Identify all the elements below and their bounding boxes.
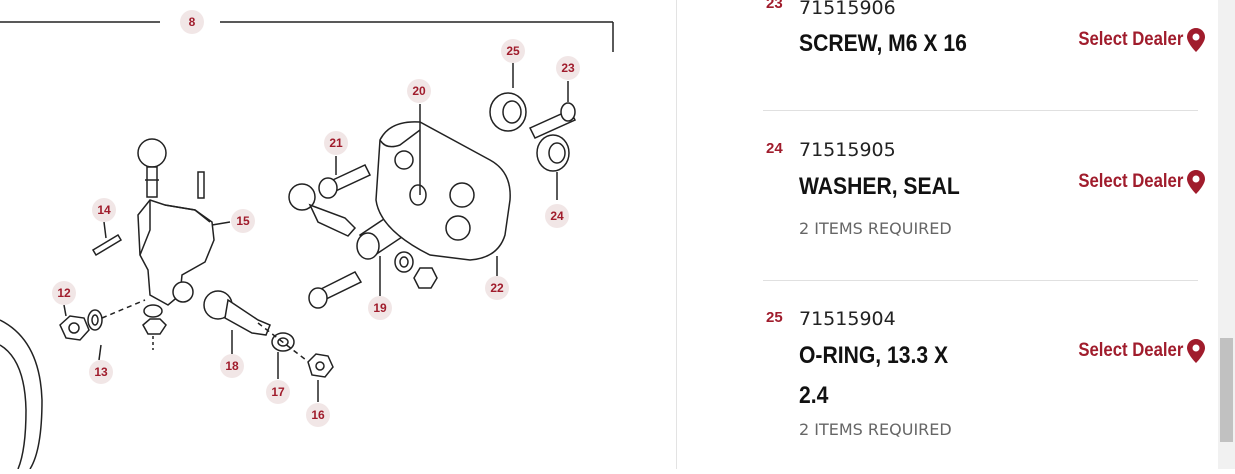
scrollbar-thumb[interactable] — [1220, 338, 1233, 442]
map-pin-icon — [1187, 28, 1205, 52]
callout-20: 20 — [412, 84, 426, 98]
select-dealer-label: Select Dealer — [1077, 340, 1183, 361]
callout-13: 13 — [94, 365, 108, 379]
part-name: WASHER, SEAL — [799, 173, 960, 200]
separator — [763, 110, 1198, 111]
callout-25: 25 — [506, 44, 520, 58]
part-name-continued: 2.4 — [799, 382, 829, 409]
part-number: 71515905 — [799, 139, 896, 161]
parts-list: 23 71515906 SCREW, M6 X 16 Select Dealer… — [677, 0, 1218, 469]
part-name: SCREW, M6 X 16 — [799, 30, 967, 57]
callout-16: 16 — [311, 408, 325, 422]
map-pin-icon — [1187, 339, 1205, 363]
callout-24: 24 — [550, 209, 564, 223]
select-dealer-button[interactable]: Select Dealer — [1064, 28, 1205, 52]
panel-divider — [676, 0, 677, 469]
callout-15: 15 — [236, 214, 250, 228]
callout-23: 23 — [561, 61, 575, 75]
part-name: O-RING, 13.3 X — [799, 342, 949, 369]
part-number: 71515906 — [799, 0, 896, 19]
items-required: 2 ITEMS REQUIRED — [799, 219, 952, 238]
diagram-drawing: 8 25 23 20 21 14 15 24 12 22 19 13 18 17… — [0, 10, 614, 470]
part-ref-badge: 23 — [766, 0, 783, 12]
callout-8: 8 — [189, 15, 196, 29]
callout-21: 21 — [329, 136, 343, 150]
part-number: 71515904 — [799, 308, 896, 330]
callout-22: 22 — [490, 281, 504, 295]
select-dealer-label: Select Dealer — [1077, 171, 1183, 192]
part-ref-badge: 25 — [766, 309, 783, 326]
select-dealer-label: Select Dealer — [1077, 29, 1183, 50]
callout-14: 14 — [97, 203, 111, 217]
map-pin-icon — [1187, 170, 1205, 194]
items-required: 2 ITEMS REQUIRED — [799, 420, 952, 439]
callout-18: 18 — [225, 359, 239, 373]
callout-17: 17 — [271, 385, 285, 399]
select-dealer-button[interactable]: Select Dealer — [1064, 339, 1205, 363]
part-ref-badge: 24 — [766, 140, 783, 157]
select-dealer-button[interactable]: Select Dealer — [1064, 170, 1205, 194]
callout-12: 12 — [57, 286, 71, 300]
separator — [763, 280, 1198, 281]
callout-19: 19 — [373, 301, 387, 315]
exploded-parts-diagram: 8 25 23 20 21 14 15 24 12 22 19 13 18 17… — [0, 10, 614, 470]
